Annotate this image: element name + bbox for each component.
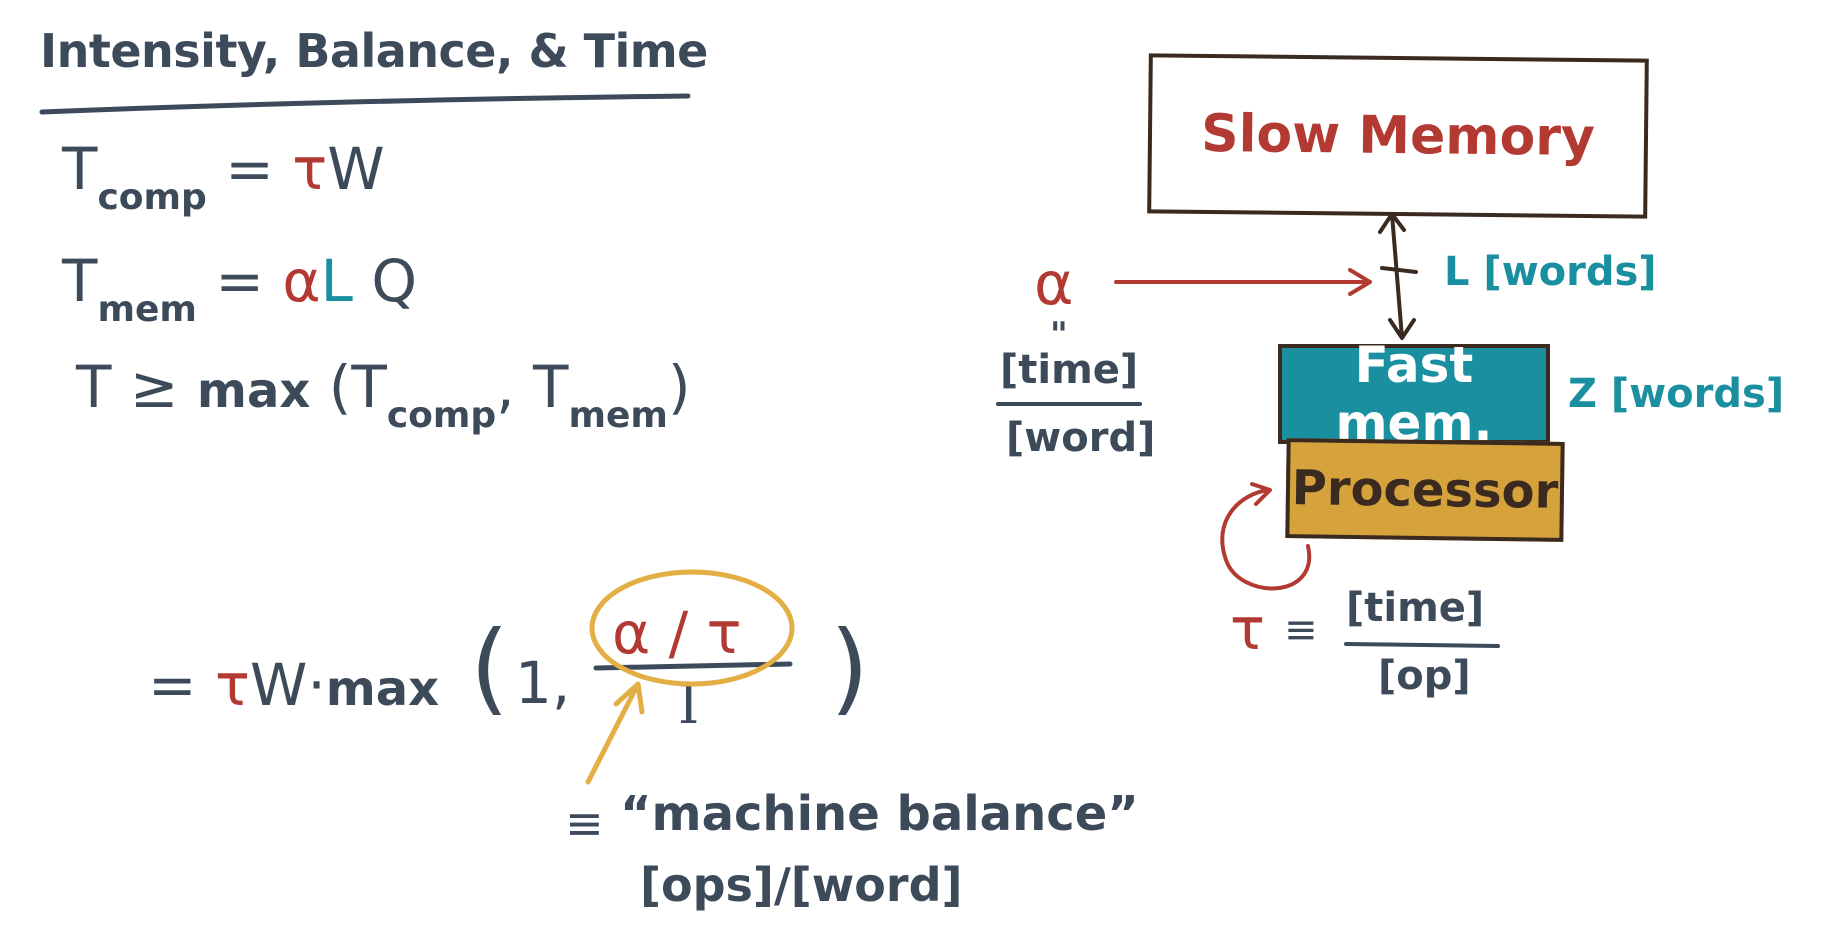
equation-tmax: T ≥ max (Tcomp, Tmem) [76,358,691,434]
eq-W: W [249,651,308,719]
eq-num-slash: / [668,599,689,667]
eq-num-tau: τ [706,599,742,667]
tau-equiv: ≡ [1284,607,1318,653]
eq-symbol-T: T [76,353,112,421]
memory-arrow-top-head [1378,212,1406,234]
memory-arrow-bottom-head [1388,318,1416,340]
title-underline [39,93,691,115]
eq-equals: = [215,247,264,315]
eq-alpha: α [282,247,321,315]
eq-symbol-T: T [351,353,387,421]
tau-loop-arrow-head [1250,482,1272,506]
eq-subscript-comp: comp [97,177,207,218]
eq-W: W [327,135,385,203]
l-words-label: L [words] [1444,249,1657,295]
eq-tau: τ [292,135,328,203]
equation-tcomp: Tcomp = τW [62,140,385,216]
eq-tau: τ [215,651,250,719]
eq-max: max [196,363,311,419]
fraction-bar [593,661,793,671]
balance-label: “machine balance” [620,786,1139,842]
eq-comma: , [551,649,571,717]
title: Intensity, Balance, & Time [40,24,708,78]
tau-unit-numerator: [time] [1346,585,1485,631]
eq-symbol-T: T [62,247,98,315]
tau-unit-denominator: [op] [1378,653,1471,699]
tau-loop-arrow [1220,488,1312,591]
eq-max: max [325,661,440,717]
balance-equiv: ≡ [565,796,604,850]
eq-symbol-T: T [533,353,569,421]
eq-numerator: α / τ [612,604,742,662]
eq-one: 1, [515,654,570,712]
eq-open-paren: ( [470,609,510,726]
z-words-label: Z [words] [1568,371,1785,417]
alpha-symbol: α [1034,249,1074,319]
eq-ge: ≥ [129,353,179,421]
eq-symbol-T: T [62,135,98,203]
equation-final-lhs: = τW·max [148,656,439,714]
equation-tmem: Tmem = αL Q [62,252,417,328]
eq-equals: = [148,651,197,719]
alpha-unit-denominator: [word] [1006,415,1156,461]
balance-highlight-circle [589,569,795,687]
alpha-arrow-head [1348,268,1372,296]
eq-open-paren: ( [328,353,352,421]
eq-num-alpha: α [612,599,651,667]
balance-arrow-head [613,681,645,715]
eq-equals: = [225,135,274,203]
balance-units: [ops]/[word] [640,858,963,912]
eq-Q: Q [371,247,418,315]
eq-subscript-comp: comp [386,395,497,436]
eq-L: L [320,247,353,315]
alpha-unit-numerator: [time] [1000,347,1139,393]
eq-comma: , [496,353,515,421]
memory-arrow-tick [1380,266,1418,274]
eq-subscript-mem: mem [568,395,668,436]
eq-denominator-I: I [678,673,700,736]
eq-dot: · [307,651,326,719]
eq-subscript-mem: mem [97,289,197,330]
alpha-equals: " [1050,315,1068,355]
eq-close-paren: ) [667,353,691,421]
eq-one-value: 1 [515,649,552,717]
tau-symbol: τ [1230,595,1265,663]
balance-arrow [585,685,639,785]
tau-unit-bar [1344,642,1500,648]
eq-close-paren: ) [830,609,870,726]
memory-transfer-arrow [1390,213,1404,339]
